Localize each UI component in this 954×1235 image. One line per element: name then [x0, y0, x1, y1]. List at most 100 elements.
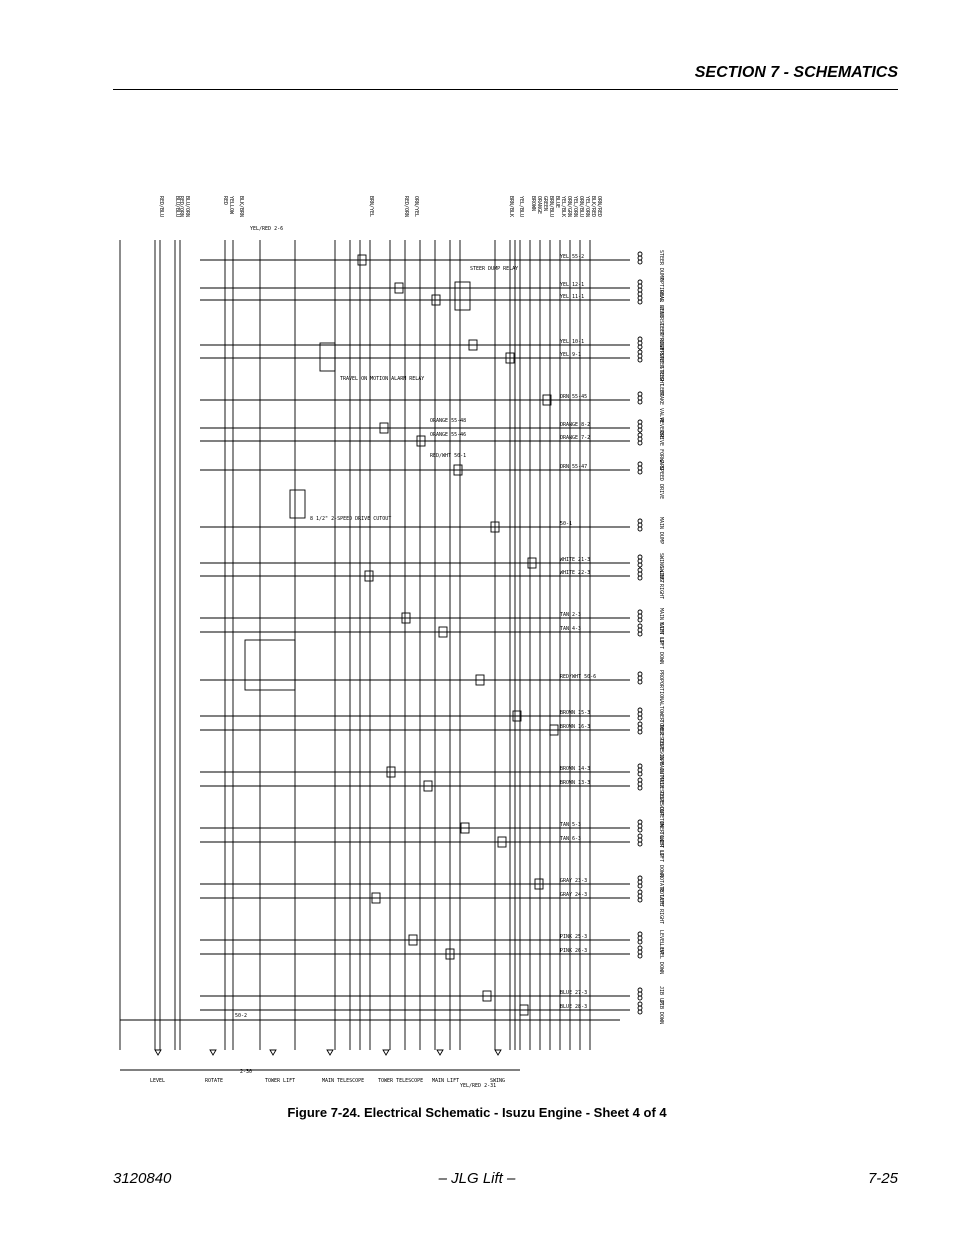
- coil-turn: [637, 283, 643, 289]
- coil-turn: [637, 571, 643, 577]
- wire-label: TAN 5-3: [560, 822, 581, 828]
- connector: [445, 948, 455, 960]
- wire-label: BRN/YEL: [368, 196, 374, 217]
- connector: [416, 435, 426, 447]
- misc-label: TRAVEL ON MOTION ALARM RELAY: [340, 376, 424, 382]
- connector: [468, 339, 478, 351]
- coil-turn: [637, 465, 643, 471]
- coil-turn: [637, 893, 643, 899]
- coil-turn: [637, 833, 643, 839]
- coil-turn: [637, 931, 643, 937]
- coil-turn: [637, 291, 643, 297]
- coil-turn: [637, 562, 643, 568]
- relay-box: [454, 281, 471, 311]
- valve-label: MAIN TELESCOPE IN: [658, 776, 664, 827]
- coil-turn: [637, 939, 643, 945]
- switch-box: [244, 639, 296, 691]
- coil-turn: [637, 1005, 643, 1011]
- coil-turn: [637, 771, 643, 777]
- wire-label: ORN/BLU: [578, 196, 584, 217]
- wire-label: ORN 55-45: [560, 394, 587, 400]
- circuit-label: MAIN LIFT: [432, 1078, 459, 1084]
- wire-label: BROWN: [530, 196, 536, 211]
- connector: [490, 521, 500, 533]
- coil-turn: [637, 627, 643, 633]
- coil-turn: [637, 558, 643, 564]
- coil-turn: [637, 675, 643, 681]
- valve-label: LEVEL UP: [658, 930, 664, 954]
- wire-label: ORN/RED: [596, 196, 602, 217]
- coil-turn: [637, 767, 643, 773]
- wire-label: PINK 26-3: [560, 948, 587, 954]
- coil-turn: [637, 763, 643, 769]
- coil-turn: [637, 953, 643, 959]
- valve-label: JIB UP: [658, 986, 664, 1004]
- connector: [460, 822, 470, 834]
- coil-turn: [637, 707, 643, 713]
- connector: [549, 724, 559, 736]
- valve-label: JIB DOWN: [658, 1000, 664, 1024]
- wire-label: BLUE 28-3: [560, 1004, 587, 1010]
- valve-label: REAR STEER LEFT: [658, 290, 664, 335]
- connector: [364, 570, 374, 582]
- wire-label: YEL/ORN: [584, 196, 590, 217]
- coil-turn: [637, 777, 643, 783]
- wire-label: BRN/BLK: [508, 196, 514, 217]
- coil-turn: [637, 287, 643, 293]
- wire-label: TAN 6-3: [560, 836, 581, 842]
- valve-label: FRONT STEER LEFT: [658, 348, 664, 396]
- wire-label: BLUE 27-3: [560, 990, 587, 996]
- coil-turn: [637, 436, 643, 442]
- misc-label: ORANGE 55-46: [430, 432, 466, 438]
- circuit-label: TOWER TELESCOPE: [378, 1078, 423, 1084]
- connector: [482, 990, 492, 1002]
- misc-label: STEER DUMP RELAY: [470, 266, 518, 272]
- coil-turn: [637, 879, 643, 885]
- valve-label: TOWER TELESCOPE OUT: [658, 720, 664, 777]
- connector: [475, 674, 485, 686]
- wire-label: WHITE 21-3: [560, 557, 590, 563]
- connector: [371, 892, 381, 904]
- wire-label: YEL 9-1: [560, 352, 581, 358]
- valve-label: SWING RIGHT: [658, 566, 664, 599]
- coil-turn: [637, 251, 643, 257]
- misc-label: 8 1/2" 2-SPEED DRIVE CUTOUT: [310, 516, 391, 522]
- coil-turn: [637, 671, 643, 677]
- wire-label: GRAY 23-3: [560, 878, 587, 884]
- diode: [209, 1049, 217, 1056]
- coil-turn: [637, 949, 643, 955]
- coil-turn: [637, 399, 643, 405]
- wire-label: WHITE 22-3: [560, 570, 590, 576]
- coil-turn: [637, 785, 643, 791]
- connector: [408, 934, 418, 946]
- coil-turn: [637, 469, 643, 475]
- coil-turn: [637, 711, 643, 717]
- coil-turn: [637, 623, 643, 629]
- wire-label: RED/ORN: [178, 196, 184, 217]
- connector: [512, 710, 522, 722]
- wire-label: PINK 25-3: [560, 934, 587, 940]
- wire-label: ORANGE 7-2: [560, 435, 590, 441]
- coil-turn: [637, 823, 643, 829]
- wire-label: TAN 2-3: [560, 612, 581, 618]
- circuit-label: MAIN TELESCOPE: [322, 1078, 364, 1084]
- coil-turn: [637, 721, 643, 727]
- coil-turn: [637, 935, 643, 941]
- coil-turn: [637, 340, 643, 346]
- connector: [379, 422, 389, 434]
- wire-label: ORN 55-47: [560, 464, 587, 470]
- coil-turn: [637, 554, 643, 560]
- valve-label: TOWER LIFT DOWN: [658, 832, 664, 877]
- coil-turn: [637, 567, 643, 573]
- valve-label: DRIVE FORWARD: [658, 431, 664, 470]
- wire-label: ORN/YEL: [413, 196, 419, 217]
- wire-label: BLK/BRN: [238, 196, 244, 217]
- wire-label: BLUE: [554, 196, 560, 208]
- circuit-label: LEVEL: [150, 1078, 165, 1084]
- connector: [542, 394, 552, 406]
- circuit-label: ROTATE: [205, 1078, 223, 1084]
- coil-turn: [637, 357, 643, 363]
- wire-label: RED/ORN: [403, 196, 409, 217]
- wire-label: RED/WHT 50-6: [560, 674, 596, 680]
- wire-label: ORANGE: [536, 196, 542, 214]
